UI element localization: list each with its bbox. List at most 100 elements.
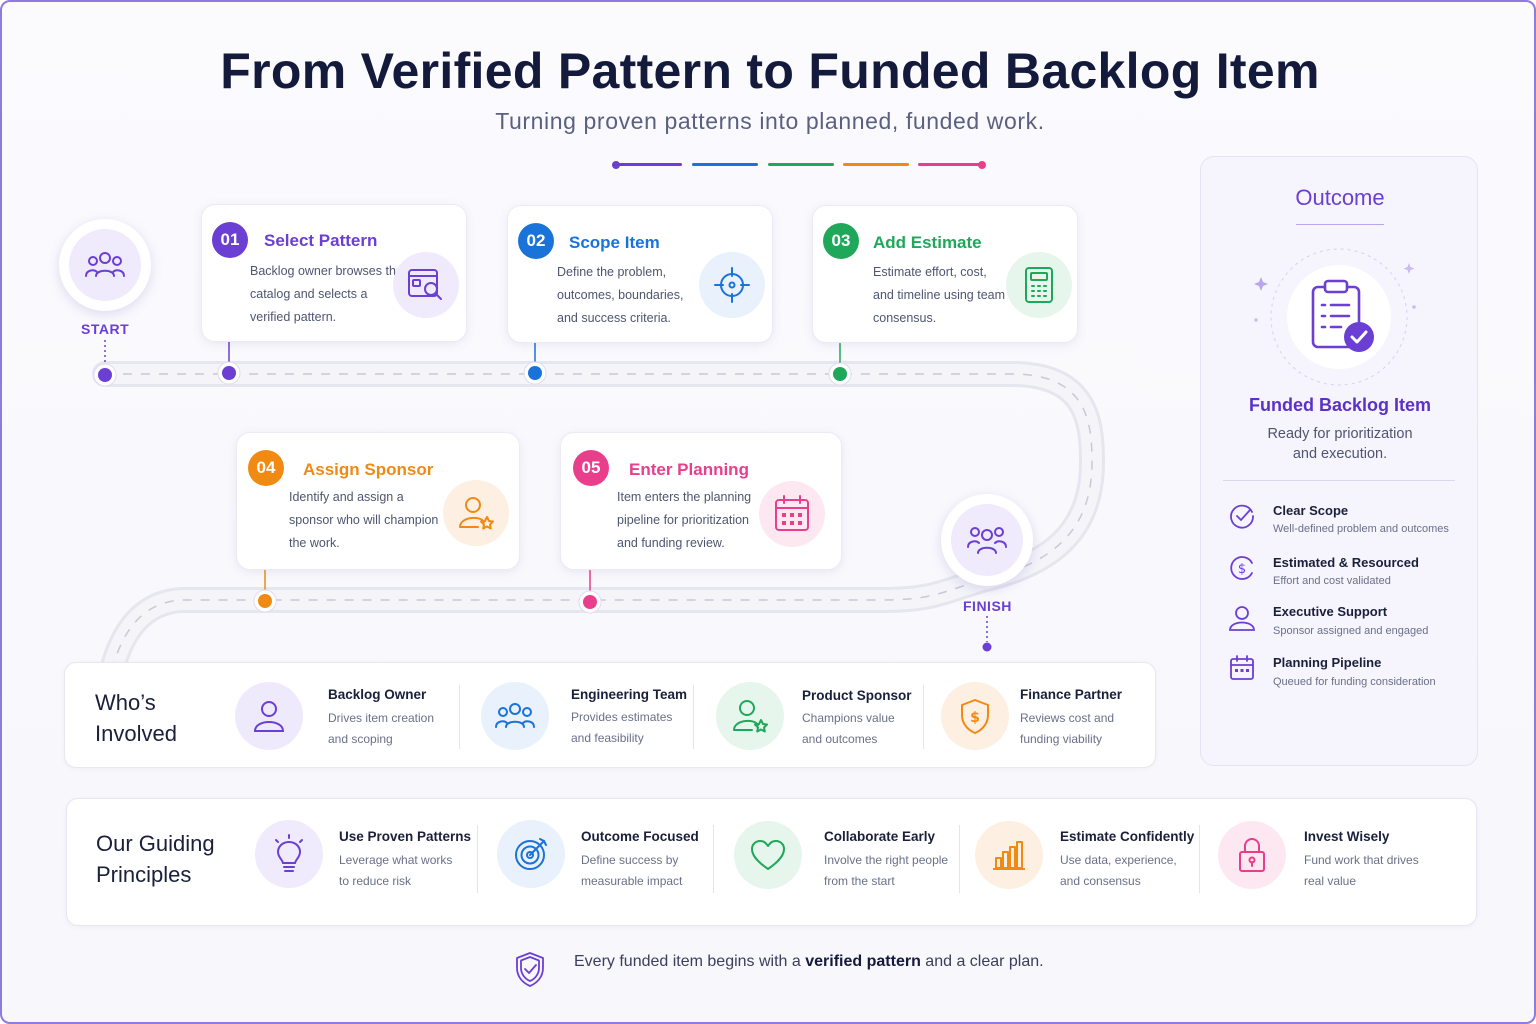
step-badge: 02 xyxy=(518,223,554,259)
outcome-heading: Outcome xyxy=(1295,185,1385,210)
outcome-item-desc: Effort and cost validated xyxy=(1273,575,1391,587)
separator xyxy=(959,825,960,893)
person-desc-line: Champions value xyxy=(802,711,895,725)
person-icon-wrap: $ xyxy=(941,682,1009,750)
principle-icon-wrap xyxy=(497,820,565,888)
divider-dot-end xyxy=(978,161,986,169)
heading-line: Involved xyxy=(95,721,177,746)
road-dot-05 xyxy=(578,590,602,614)
start-marker xyxy=(59,219,151,311)
separator xyxy=(477,825,478,893)
footer-highlight: verified pattern xyxy=(805,953,921,970)
principle-desc-line: Define success by xyxy=(581,853,679,867)
team-icon xyxy=(85,252,125,277)
lightbulb-icon xyxy=(275,834,303,872)
start-label: START xyxy=(81,321,130,337)
outcome-item-title: Planning Pipeline xyxy=(1273,655,1382,670)
heart-icon xyxy=(751,840,785,870)
footer-text-after: and a clear plan. xyxy=(925,953,1044,970)
step-card-03: 03 Add Estimate Estimate effort, cost, a… xyxy=(812,205,1078,343)
person-desc-line: Reviews cost and xyxy=(1020,711,1115,725)
person-title: Engineering Team xyxy=(571,687,688,702)
step-desc-line: pipeline for prioritization xyxy=(617,513,750,527)
step-desc-line: the work. xyxy=(289,536,340,550)
road-dot-03 xyxy=(828,362,852,386)
principle-icon-wrap xyxy=(975,821,1043,889)
user-star-icon xyxy=(733,700,768,733)
step-badge: 01 xyxy=(212,222,248,258)
principle-desc: Define success by measurable impact xyxy=(581,850,682,892)
dollar-icon: $ xyxy=(1230,556,1253,580)
footer-statement: Every funded item begins with a verified… xyxy=(574,953,1044,971)
person-title: Product Sponsor xyxy=(802,688,912,703)
principle-desc-line: and consensus xyxy=(1060,874,1141,888)
separator xyxy=(459,685,460,749)
whos-involved-section: Who’s Involved Backlog Owner Drives item… xyxy=(64,662,1156,768)
outcome-title: Funded Backlog Item xyxy=(1248,395,1432,415)
outcome-description: Ready for prioritization and execution. xyxy=(1201,424,1479,464)
step-description: Item enters the planning pipeline for pr… xyxy=(617,486,751,555)
step-desc-line: Backlog owner browses the xyxy=(250,264,403,278)
person-title: Finance Partner xyxy=(1020,687,1123,702)
person-icon-wrap xyxy=(235,682,303,750)
step-desc-line: Estimate effort, cost, xyxy=(873,265,987,279)
principle-icon-wrap xyxy=(734,821,802,889)
principle-icon-wrap xyxy=(1218,821,1286,889)
outcome-item-icon: $ xyxy=(1227,553,1257,583)
principle-desc-line: from the start xyxy=(824,874,895,888)
step-desc-line: catalog and selects a xyxy=(250,287,368,301)
color-divider xyxy=(612,161,988,169)
step-card-02: 02 Scope Item Define the problem, outcom… xyxy=(507,205,773,343)
principle-desc-line: Involve the right people xyxy=(824,853,949,867)
person-desc-line: Drives item creation xyxy=(328,711,435,725)
step-desc-line: and timeline using team xyxy=(873,288,1006,302)
user-star-icon xyxy=(459,497,494,530)
separator xyxy=(1199,825,1200,893)
bar-chart-icon xyxy=(993,841,1025,870)
principle-title: Estimate Confidently xyxy=(1060,829,1195,844)
person-desc-line: funding viability xyxy=(1020,732,1103,746)
principle-icon-wrap xyxy=(255,820,323,888)
outcome-item-desc: Sponsor assigned and engaged xyxy=(1273,625,1429,637)
step-title: Enter Planning xyxy=(629,460,749,479)
step-icon-wrap xyxy=(699,252,765,318)
outcome-divider xyxy=(1223,480,1455,481)
road-dot-02 xyxy=(523,361,547,385)
principle-title: Outcome Focused xyxy=(581,829,699,844)
crosshair-icon xyxy=(714,267,750,303)
principle-title: Invest Wisely xyxy=(1304,829,1390,844)
outcome-item-title: Estimated & Resourced xyxy=(1273,555,1419,570)
person-desc-line: Provides estimates xyxy=(571,710,673,724)
principle-desc-line: Use data, experience, xyxy=(1060,853,1177,867)
divider-segment xyxy=(843,163,909,166)
person-desc-line: and feasibility xyxy=(571,731,644,745)
step-title: Add Estimate xyxy=(873,233,982,252)
outcome-panel: Outcome Funded Backlog Item Ready for pr… xyxy=(1200,156,1478,766)
lock-icon xyxy=(1239,838,1265,872)
step-card-04: 04 Assign Sponsor Identify and assign a … xyxy=(236,432,520,570)
person-icon-wrap xyxy=(481,682,549,750)
step-desc-line: and funding review. xyxy=(617,536,725,550)
heading-line: Principles xyxy=(96,862,192,887)
check-target-icon xyxy=(1230,504,1254,529)
step-badge: 04 xyxy=(248,450,284,486)
calendar-icon xyxy=(1230,655,1254,680)
outcome-item-desc: Queued for funding consideration xyxy=(1273,676,1436,688)
person-desc: Provides estimates and feasibility xyxy=(571,707,672,749)
footer-text-before: Every funded item begins with a xyxy=(574,953,801,970)
shield-check-icon xyxy=(516,952,544,987)
outcome-item-icon xyxy=(1227,653,1257,683)
outcome-item-title: Clear Scope xyxy=(1273,503,1349,518)
step-desc-line: verified pattern. xyxy=(250,310,337,324)
step-icon-wrap xyxy=(759,481,825,547)
step-title: Select Pattern xyxy=(264,231,378,250)
svg-text:$: $ xyxy=(970,710,980,726)
principle-desc-line: real value xyxy=(1304,874,1357,888)
user-icon xyxy=(1229,606,1255,631)
finish-label: FINISH xyxy=(963,598,1012,614)
step-icon-wrap xyxy=(1006,252,1072,318)
guiding-principles-section: Our Guiding Principles Use Proven Patter… xyxy=(66,798,1477,926)
step-description: Backlog owner browses the catalog and se… xyxy=(250,260,403,329)
principle-title: Collaborate Early xyxy=(824,829,936,844)
